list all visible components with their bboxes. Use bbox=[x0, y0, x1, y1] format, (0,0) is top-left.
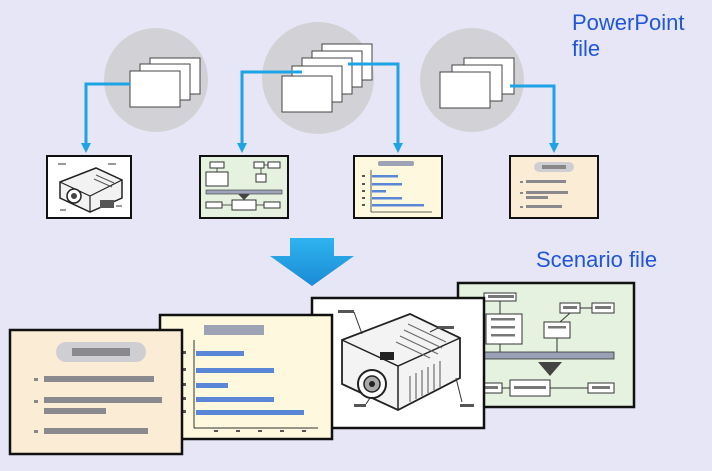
scenario-file-label: Scenario file bbox=[536, 247, 658, 272]
thumb-slide-bullet-list bbox=[509, 155, 599, 219]
page-stack-2 bbox=[281, 43, 373, 113]
large-slide-projector bbox=[310, 296, 486, 430]
down-arrow-icon bbox=[270, 238, 354, 286]
thumb-slide-flowchart bbox=[199, 155, 289, 219]
connector-arrow-2 bbox=[237, 70, 302, 153]
page-stack-3 bbox=[439, 57, 515, 109]
thumb-slide-bar-chart bbox=[353, 155, 443, 219]
large-slide-bar-chart bbox=[158, 313, 334, 441]
connector-arrow-1 bbox=[81, 82, 130, 153]
powerpoint-label-line2: file bbox=[572, 36, 601, 61]
thumb-slide-projector bbox=[46, 155, 132, 219]
connector-arrow-4 bbox=[510, 84, 559, 153]
powerpoint-label-line1: PowerPoint bbox=[572, 10, 685, 35]
page-stack-1 bbox=[129, 57, 201, 108]
powerpoint-file-label: PowerPoint file bbox=[572, 10, 685, 62]
large-slide-bullet-list bbox=[8, 328, 184, 456]
connector-arrow-3 bbox=[348, 62, 403, 153]
